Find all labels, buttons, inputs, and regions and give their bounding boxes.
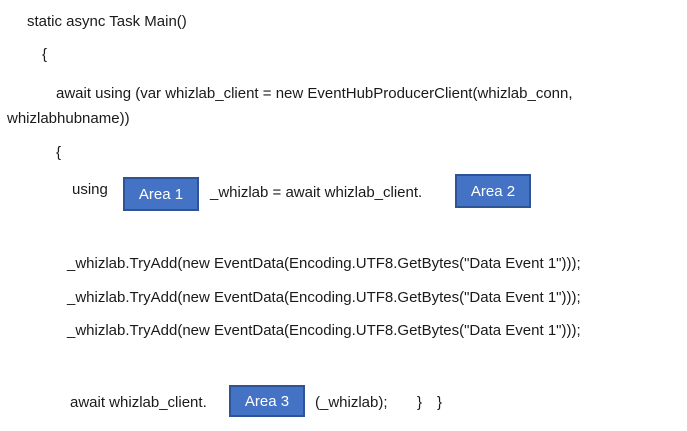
area-2-placeholder-box[interactable]: Area 2 xyxy=(455,174,531,208)
code-await-client: await whizlab_client. xyxy=(70,394,207,411)
code-tryadd-line-2: _whizlab.TryAdd(new EventData(Encoding.U… xyxy=(67,289,581,306)
code-close-brace-inner: } xyxy=(417,394,423,411)
code-line-await-using: await using (var whizlab_client = new Ev… xyxy=(56,85,573,102)
code-open-brace-outer: { xyxy=(42,46,48,63)
code-closing-args: (_whizlab); xyxy=(315,394,388,411)
code-line-wrap-hubname: whizlabhubname)) xyxy=(7,110,130,127)
code-mid-assignment: _whizlab = await whizlab_client. xyxy=(210,184,423,201)
code-using-keyword: using xyxy=(72,181,108,198)
code-tryadd-line-3: _whizlab.TryAdd(new EventData(Encoding.U… xyxy=(67,322,581,339)
area-3-placeholder-box[interactable]: Area 3 xyxy=(229,385,305,417)
code-open-brace-inner: { xyxy=(56,144,62,161)
code-tryadd-line-1: _whizlab.TryAdd(new EventData(Encoding.U… xyxy=(67,255,581,272)
code-line-main-signature: static async Task Main() xyxy=(27,13,187,30)
area-1-placeholder-box[interactable]: Area 1 xyxy=(123,177,199,211)
code-close-brace-outer: } xyxy=(437,394,443,411)
